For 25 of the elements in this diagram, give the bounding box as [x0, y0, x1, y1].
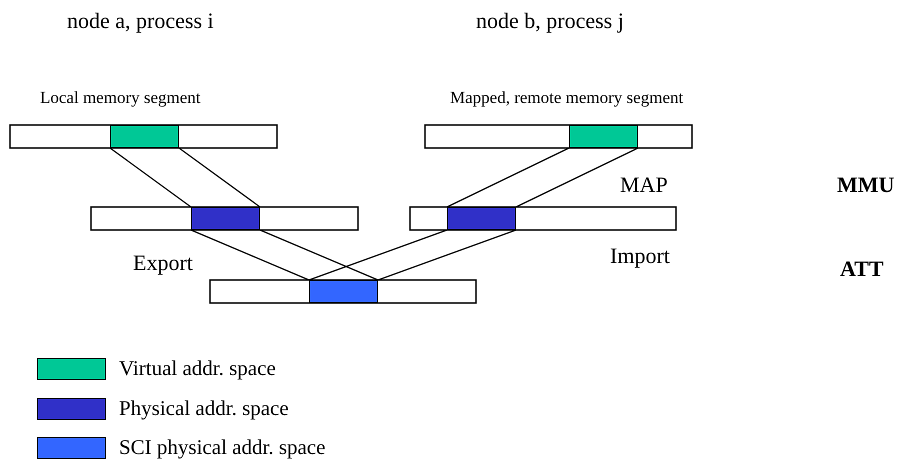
memory-segment	[447, 207, 516, 230]
mapping-label: Export	[133, 250, 193, 276]
projection-line	[446, 147, 570, 208]
memory-segment	[569, 125, 638, 148]
memory-segment	[191, 207, 260, 230]
layer-label: MMU	[837, 172, 894, 198]
memory-segment	[110, 125, 179, 148]
legend-label: Virtual addr. space	[119, 356, 276, 381]
legend-label: SCI physical addr. space	[119, 435, 326, 460]
segment-caption: Mapped, remote memory segment	[450, 88, 684, 108]
mapping-label: MAP	[620, 172, 668, 198]
layer-label: ATT	[840, 256, 884, 282]
projection-line	[260, 229, 378, 281]
segment-caption: Local memory segment	[40, 88, 201, 108]
legend-label: Physical addr. space	[119, 396, 289, 420]
projection-line	[110, 147, 192, 208]
column-heading: node a, process i	[67, 8, 214, 34]
projection-line	[190, 229, 310, 281]
projection-line	[378, 229, 516, 281]
memory-segment	[309, 280, 378, 303]
column-heading: node b, process j	[476, 8, 624, 34]
projection-line	[516, 147, 638, 208]
projection-line	[308, 229, 448, 281]
mapping-label: Import	[610, 243, 670, 269]
projection-line	[178, 147, 260, 208]
